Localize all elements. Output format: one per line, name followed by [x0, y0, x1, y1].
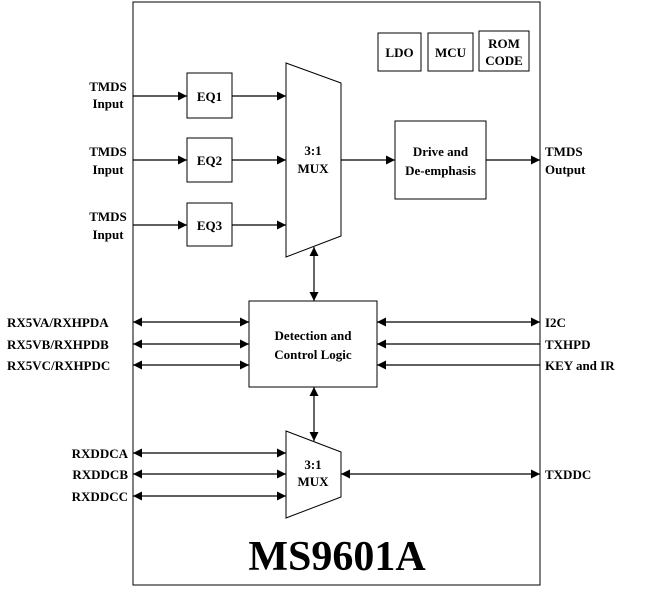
eq2-label: EQ2	[197, 153, 222, 168]
driver-label-line2: De-emphasis	[405, 163, 476, 178]
bottom-mux-label-line1: 3:1	[304, 457, 321, 472]
eq2-block	[186, 137, 233, 183]
ddc-input-a: RXDDCA	[72, 446, 129, 461]
tmds-input-1-line1: TMDS	[89, 79, 127, 94]
rom-label-line2: CODE	[485, 53, 523, 68]
driver-label-line1: Drive and	[413, 144, 469, 159]
bottom-mux	[285, 430, 342, 519]
rom-label-line1: ROM	[488, 36, 520, 51]
top-mux-label-line1: 3:1	[304, 143, 321, 158]
top-mux-label-line2: MUX	[297, 161, 329, 176]
eq1-label: EQ1	[197, 89, 222, 104]
detection-block	[248, 300, 378, 388]
rom-block	[478, 30, 530, 72]
left-signal-c: RX5VC/RXHPDC	[7, 358, 110, 373]
tmds-input-3-line1: TMDS	[89, 209, 127, 224]
tmds-input-2-line2: Input	[92, 162, 124, 177]
eq1-block	[186, 72, 233, 119]
eq3-label: EQ3	[197, 218, 223, 233]
bottom-mux-label-line2: MUX	[297, 474, 329, 489]
right-signal-i2c: I2C	[545, 315, 566, 330]
ldo-block	[377, 32, 422, 72]
tmds-input-3-line2: Input	[92, 227, 124, 242]
ldo-label: LDO	[385, 45, 413, 60]
detection-label-line2: Control Logic	[274, 347, 352, 362]
tmds-input-1-line2: Input	[92, 96, 124, 111]
ddc-input-c: RXDDCC	[72, 489, 128, 504]
right-signal-txhpd: TXHPD	[545, 337, 591, 352]
tmds-output-line2: Output	[545, 162, 586, 177]
left-signal-a: RX5VA/RXHPDA	[7, 315, 109, 330]
mcu-block	[427, 32, 474, 72]
chip-name: MS9601A	[248, 534, 426, 580]
tmds-output-line1: TMDS	[545, 144, 583, 159]
mcu-label: MCU	[435, 45, 467, 60]
top-mux	[285, 62, 342, 258]
right-signal-key-ir: KEY and IR	[545, 358, 615, 373]
detection-label-line1: Detection and	[275, 328, 353, 343]
left-signal-b: RX5VB/RXHPDB	[7, 337, 109, 352]
ddc-output-label: TXDDC	[545, 467, 591, 482]
ddc-input-b: RXDDCB	[72, 467, 128, 482]
driver-block	[394, 120, 487, 200]
tmds-input-2-line1: TMDS	[89, 144, 127, 159]
